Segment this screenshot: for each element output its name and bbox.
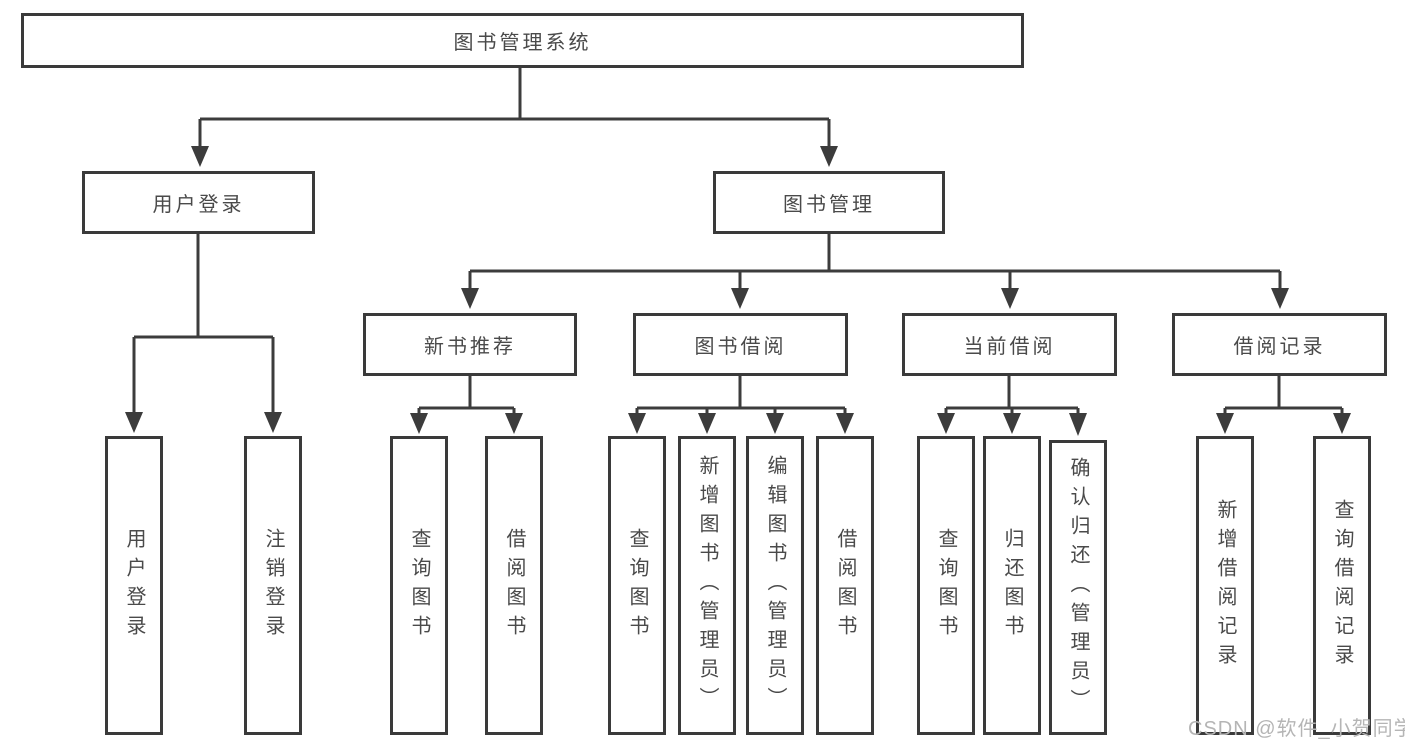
leaf-label: 查询图书 xyxy=(626,527,648,644)
leaf-borrow-add-books-admin: 新增图书（管理员） xyxy=(678,436,736,735)
leaf-label: 查询图书 xyxy=(408,527,430,644)
leaf-current-return-books: 归还图书 xyxy=(983,436,1041,735)
leaf-label: 新增借阅记录 xyxy=(1214,498,1236,673)
connector-user-split xyxy=(132,234,275,412)
node-new-book-recommend: 新书推荐 xyxy=(363,313,577,376)
leaf-borrow-edit-books-admin: 编辑图书（管理员） xyxy=(746,436,804,735)
leaf-recommend-borrow-books: 借阅图书 xyxy=(485,436,543,735)
leaf-label: 借阅图书 xyxy=(503,527,525,644)
leaf-current-query-books: 查询图书 xyxy=(917,436,975,735)
node-book-borrow: 图书借阅 xyxy=(633,313,848,376)
leaf-label: 新增图书（管理员） xyxy=(696,455,718,716)
leaf-label: 借阅图书 xyxy=(834,527,856,644)
leaf-label: 注销登录 xyxy=(262,527,284,644)
node-system-root: 图书管理系统 xyxy=(21,13,1024,68)
leaf-label: 编辑图书（管理员） xyxy=(764,455,786,716)
connector-root-split xyxy=(198,68,831,147)
leaf-label: 归还图书 xyxy=(1001,527,1023,644)
connector-current-split xyxy=(944,376,1080,413)
csdn-watermark: CSDN @软件_小贺同学 xyxy=(1188,718,1405,740)
leaf-current-confirm-return-admin: 确认归还（管理员） xyxy=(1049,440,1107,735)
leaf-user-login: 用户登录 xyxy=(105,436,163,735)
connector-borrow-split xyxy=(635,376,847,413)
arrowheads xyxy=(125,146,1351,436)
node-book-management: 图书管理 xyxy=(713,171,945,234)
leaf-records-add-record: 新增借阅记录 xyxy=(1196,436,1254,735)
leaf-records-query-record: 查询借阅记录 xyxy=(1313,436,1371,735)
leaf-borrow-borrow-books: 借阅图书 xyxy=(816,436,874,735)
leaf-label: 查询借阅记录 xyxy=(1331,498,1353,673)
node-borrow-records: 借阅记录 xyxy=(1172,313,1387,376)
connector-book-split xyxy=(468,234,1282,289)
leaf-label: 用户登录 xyxy=(123,527,145,644)
node-user-login: 用户登录 xyxy=(82,171,315,234)
connector-recommend-split xyxy=(417,376,516,413)
leaf-recommend-query-books: 查询图书 xyxy=(390,436,448,735)
connector-records-split xyxy=(1223,376,1344,413)
leaf-logout: 注销登录 xyxy=(244,436,302,735)
leaf-label: 确认归还（管理员） xyxy=(1067,457,1089,718)
leaf-label: 查询图书 xyxy=(935,527,957,644)
leaf-borrow-query-books: 查询图书 xyxy=(608,436,666,735)
node-current-borrow: 当前借阅 xyxy=(902,313,1117,376)
